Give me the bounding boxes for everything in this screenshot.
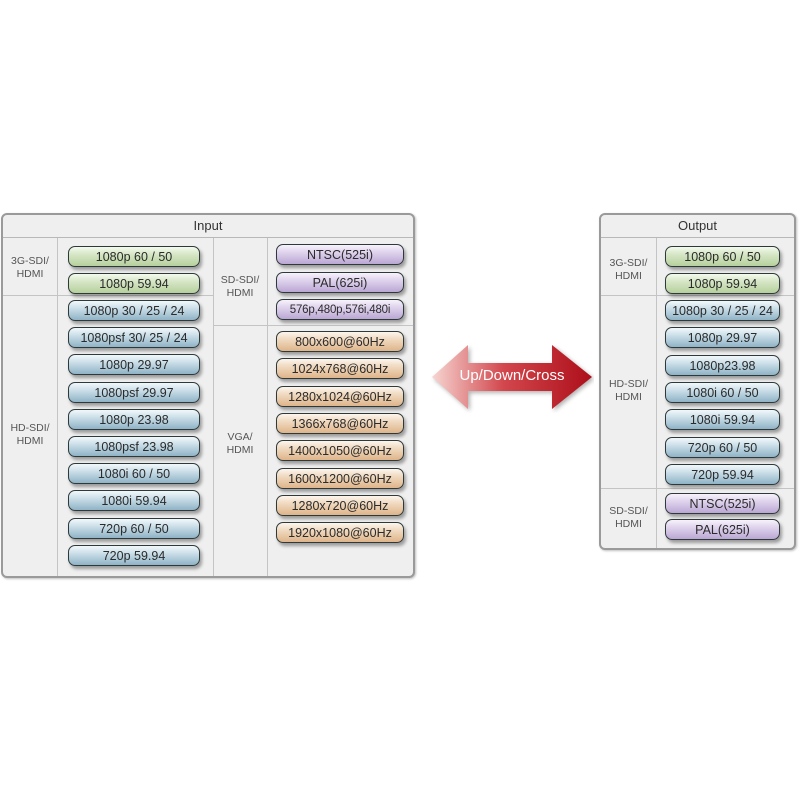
output-format-pill: 1080p 30 / 25 / 24 — [665, 300, 780, 321]
bidirectional-arrow-icon — [432, 345, 592, 409]
group-label-vga: VGA/HDMI — [226, 431, 254, 456]
divider — [57, 238, 58, 576]
divider — [213, 325, 413, 326]
arrow-label: Up/Down/Cross — [459, 367, 565, 384]
output-format-pill: 1080p23.98 — [665, 354, 780, 376]
input-format-pill: 576p,480p,576i,480i — [276, 299, 404, 320]
output-format-pill: 1080i 59.94 — [665, 409, 780, 431]
group-label-3g: 3G-SDI/HDMI — [11, 255, 49, 280]
output-format-pill: 1080i 60 / 50 — [665, 381, 780, 403]
group-label-sd: SD-SDI/HDMI — [609, 505, 648, 530]
group-label-sd: SD-SDI/HDMI — [220, 274, 260, 299]
input-format-pill: 1080psf 30/ 25 / 24 — [68, 327, 200, 349]
input-format-pill: 1080p 23.98 — [68, 408, 200, 430]
input-format-pill: PAL(625i) — [276, 271, 404, 293]
input-format-pill: 1080p 60 / 50 — [68, 246, 200, 267]
input-format-pill: NTSC(525i) — [276, 244, 404, 265]
output-format-pill: 720p 60 / 50 — [665, 436, 780, 458]
output-title: Output — [601, 215, 794, 238]
input-format-pill: 1400x1050@60Hz — [276, 440, 404, 462]
divider — [656, 238, 657, 548]
input-format-pill: 1080psf 29.97 — [68, 381, 200, 403]
input-format-pill: 1600x1200@60Hz — [276, 467, 404, 489]
input-format-pill: 1080psf 23.98 — [68, 436, 200, 457]
divider — [601, 295, 794, 296]
group-label-hd: HD-SDI/HDMI — [608, 378, 649, 403]
input-format-pill: 1080i 59.94 — [68, 490, 200, 512]
divider — [267, 238, 268, 576]
input-format-pill: 1920x1080@60Hz — [276, 522, 404, 544]
divider — [601, 488, 794, 489]
input-format-pill: 720p 59.94 — [68, 544, 200, 566]
output-format-pill: 1080p 59.94 — [665, 273, 780, 294]
input-format-pill: 800x600@60Hz — [276, 331, 404, 352]
output-format-pill: 720p 59.94 — [665, 463, 780, 485]
output-format-pill: PAL(625i) — [665, 519, 780, 540]
output-panel: Output 3G-SDI/HDMI HD-SDI/HDMI SD-SDI/HD… — [599, 213, 796, 550]
group-label-3g: 3G-SDI/HDMI — [609, 257, 648, 282]
input-format-pill: 1280x720@60Hz — [276, 494, 404, 516]
divider — [213, 238, 214, 576]
input-format-pill: 1080i 60 / 50 — [68, 463, 200, 485]
input-title: Input — [3, 215, 413, 238]
input-format-pill: 1366x768@60Hz — [276, 412, 404, 434]
input-panel: Input 3G-SDI/HDMI HD-SDI/HDMI SD-SDI/HDM… — [1, 213, 415, 578]
input-format-pill: 1080p 29.97 — [68, 354, 200, 376]
input-format-pill: 1280x1024@60Hz — [276, 385, 404, 407]
output-format-pill: 1080p 60 / 50 — [665, 246, 780, 267]
group-label-hd: HD-SDI/HDMI — [10, 422, 50, 447]
input-format-pill: 1024x768@60Hz — [276, 358, 404, 380]
output-format-pill: NTSC(525i) — [665, 493, 780, 514]
input-format-pill: 1080p 59.94 — [68, 273, 200, 294]
output-format-pill: 1080p 29.97 — [665, 327, 780, 349]
input-format-pill: 1080p 30 / 25 / 24 — [68, 300, 200, 321]
input-format-pill: 720p 60 / 50 — [68, 517, 200, 539]
divider — [3, 295, 213, 296]
